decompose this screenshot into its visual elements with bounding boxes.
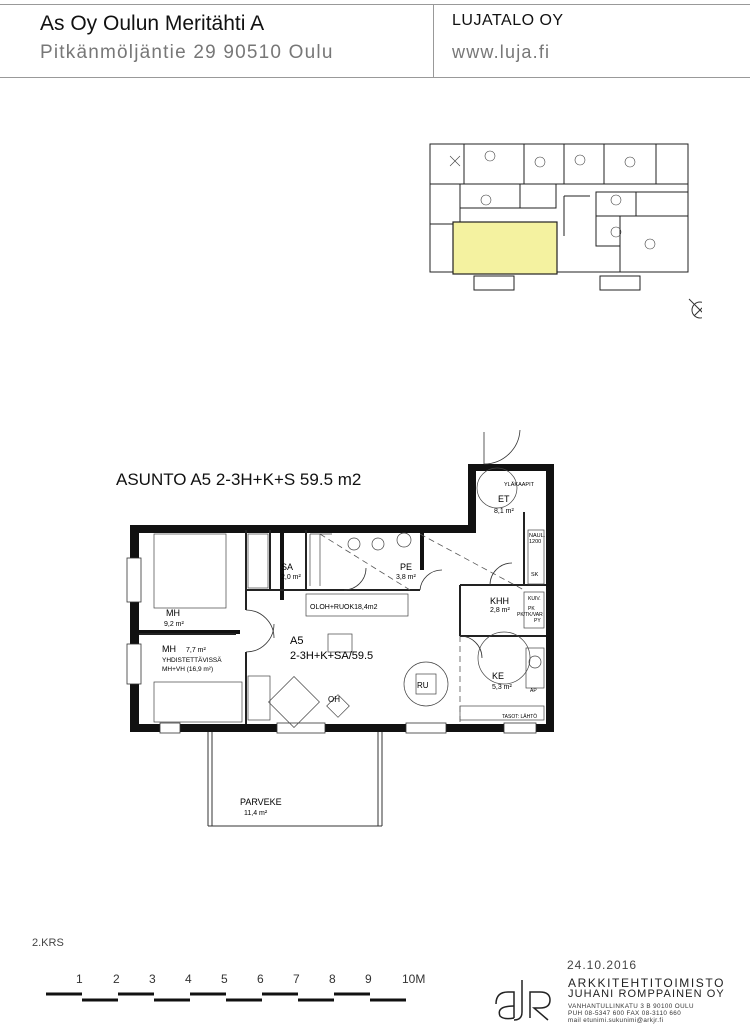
drawing-date: 24.10.2016 (567, 958, 638, 972)
scale-tick-label: 10M (402, 972, 426, 986)
fixture-label: KUIV. (528, 596, 541, 602)
scale-tick-label: 6 (257, 972, 264, 986)
room-area: 2,0 m² (281, 574, 302, 581)
room-area: 7,7 m² (186, 647, 207, 654)
fixture-label: AP (530, 688, 537, 694)
architect-logo (495, 980, 551, 1021)
architect-name-line1: ARKKITEHTITOIMISTO (568, 976, 726, 990)
room-label: OH (328, 695, 340, 704)
room-label: SA (281, 562, 293, 572)
floor-plan: ET 8,1 m² YLÄKAAPIT SA 2,0 m² PE 3,8 m² … (126, 430, 554, 827)
room-area: 2,8 m² (490, 607, 511, 614)
scale-tick-label: 5 (221, 972, 228, 986)
apartment-type: 2-3H+K+SA/59.5 (290, 650, 373, 662)
fixture-label: 1200 (529, 539, 541, 545)
fixture-label: PY (534, 618, 541, 624)
scale-tick-label: 2 (113, 972, 120, 986)
apartment-title: ASUNTO A5 2-3H+K+S 59.5 m2 (116, 470, 362, 489)
room-label: ET (498, 494, 510, 504)
fixture-label: NAUL. (529, 533, 546, 539)
scale-tick-label: 7 (293, 972, 300, 986)
builder-website: www.luja.fi (452, 42, 551, 62)
scale-tick-label: 3 (149, 972, 156, 986)
room-label: RU (417, 681, 429, 690)
builder-name: LUJATALO OY (452, 12, 564, 29)
fixture-label: PK/TK/VAR (517, 612, 543, 618)
room-area: 5,3 m² (492, 684, 513, 691)
floor-label: 2.KRS (32, 937, 64, 949)
apartment-code: A5 (290, 635, 303, 647)
room-label: KHH (490, 596, 509, 606)
scale-bar-graphic (46, 992, 406, 1002)
room-label: OLOH+RUOK18,4m2 (310, 604, 378, 611)
room-label: PE (400, 562, 412, 572)
room-label: KE (492, 671, 504, 681)
scale-tick-label: 9 (365, 972, 372, 986)
room-area: 3,8 m² (396, 574, 417, 581)
room-area: 9,2 m² (164, 621, 185, 628)
room-label: MH (166, 608, 180, 618)
fixture-label: PK (528, 606, 535, 612)
room-label: PARVEKE (240, 797, 282, 807)
north-arrow-icon (688, 298, 702, 319)
scale-tick-label: 4 (185, 972, 192, 986)
room-label: MH (162, 644, 176, 654)
room-area: 11,4 m² (244, 810, 268, 817)
architect-mail: mail etunimi.sukunimi@arkjr.fi (568, 1017, 664, 1024)
header-top-rule (0, 4, 750, 5)
key-plan-highlight (452, 221, 558, 275)
room-area: 8,1 m² (494, 508, 515, 515)
property-address: Pitkänmöljäntie 29 90510 Oulu (40, 42, 334, 63)
fixture-label: YLÄKAAPIT (504, 481, 535, 488)
scale-tick-label: 8 (329, 972, 336, 986)
fixture-label: SK (531, 572, 539, 578)
architect-phone: PUH 08-5347 600 FAX 08-3110 660 (568, 1010, 682, 1017)
header-divider (433, 4, 434, 78)
combined-label-1: YHDISTETTÄVISSÄ (162, 656, 222, 664)
header-bottom-rule (0, 77, 750, 78)
property-name: As Oy Oulun Meritähti A (40, 12, 265, 35)
fixture-label: TASOT: LÄHTÖ (502, 713, 537, 720)
architect-name-line2: JUHANI ROMPPAINEN OY (568, 988, 725, 1000)
key-plan (429, 143, 702, 319)
architect-address: VANHANTULLINKATU 3 B 90100 OULU (568, 1003, 694, 1010)
combined-label-2: MH+VH (16,9 m²) (162, 666, 213, 673)
scale-tick-label: 1 (76, 972, 83, 986)
